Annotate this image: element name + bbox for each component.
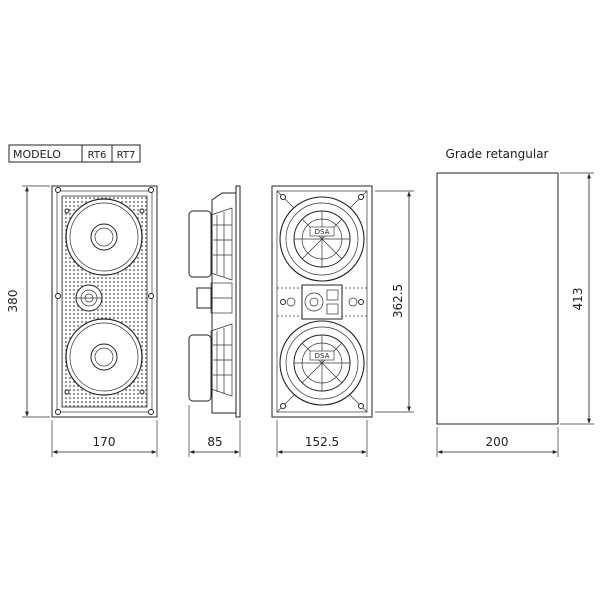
rear-lower-driver: DSA bbox=[279, 320, 365, 406]
rear-height-label: 362.5 bbox=[391, 284, 405, 318]
model-table-header: MODELO bbox=[13, 148, 61, 161]
front-height-label: 380 bbox=[6, 290, 20, 313]
grille-height-label: 413 bbox=[571, 288, 585, 311]
grille-rectangle bbox=[436, 172, 559, 425]
model-rt6: RT6 bbox=[88, 150, 107, 161]
front-height-dimension: 380 bbox=[6, 185, 50, 418]
front-view bbox=[51, 185, 158, 418]
grille-view: Grade retangular bbox=[436, 147, 559, 425]
grille-width-label: 200 bbox=[486, 435, 509, 449]
grille-height-dimension: 413 bbox=[560, 172, 594, 425]
side-view bbox=[188, 185, 241, 418]
side-depth-label: 85 bbox=[207, 435, 222, 449]
side-depth-dimension: 85 bbox=[188, 405, 241, 457]
grille-width-dimension: 200 bbox=[436, 427, 559, 457]
rear-view: DSA DSA bbox=[271, 185, 373, 418]
front-upper-woofer bbox=[65, 198, 143, 276]
front-screws bbox=[55, 187, 154, 415]
model-rt7: RT7 bbox=[117, 150, 136, 161]
front-width-label: 170 bbox=[93, 435, 116, 449]
model-table: MODELO RT6 RT7 bbox=[8, 144, 141, 163]
rear-width-dimension: 152.5 bbox=[276, 420, 368, 457]
rear-screws bbox=[280, 194, 364, 409]
front-tweeter bbox=[75, 284, 103, 312]
front-lower-woofer bbox=[65, 318, 143, 396]
grille-title: Grade retangular bbox=[446, 147, 549, 161]
rear-crossover bbox=[286, 284, 358, 320]
rear-upper-driver: DSA bbox=[279, 196, 365, 282]
front-width-dimension: 170 bbox=[51, 420, 158, 457]
rear-width-label: 152.5 bbox=[305, 435, 339, 449]
rear-upper-brand: DSA bbox=[315, 228, 330, 236]
rear-lower-brand: DSA bbox=[315, 352, 330, 360]
rear-height-dimension: 362.5 bbox=[375, 190, 414, 413]
